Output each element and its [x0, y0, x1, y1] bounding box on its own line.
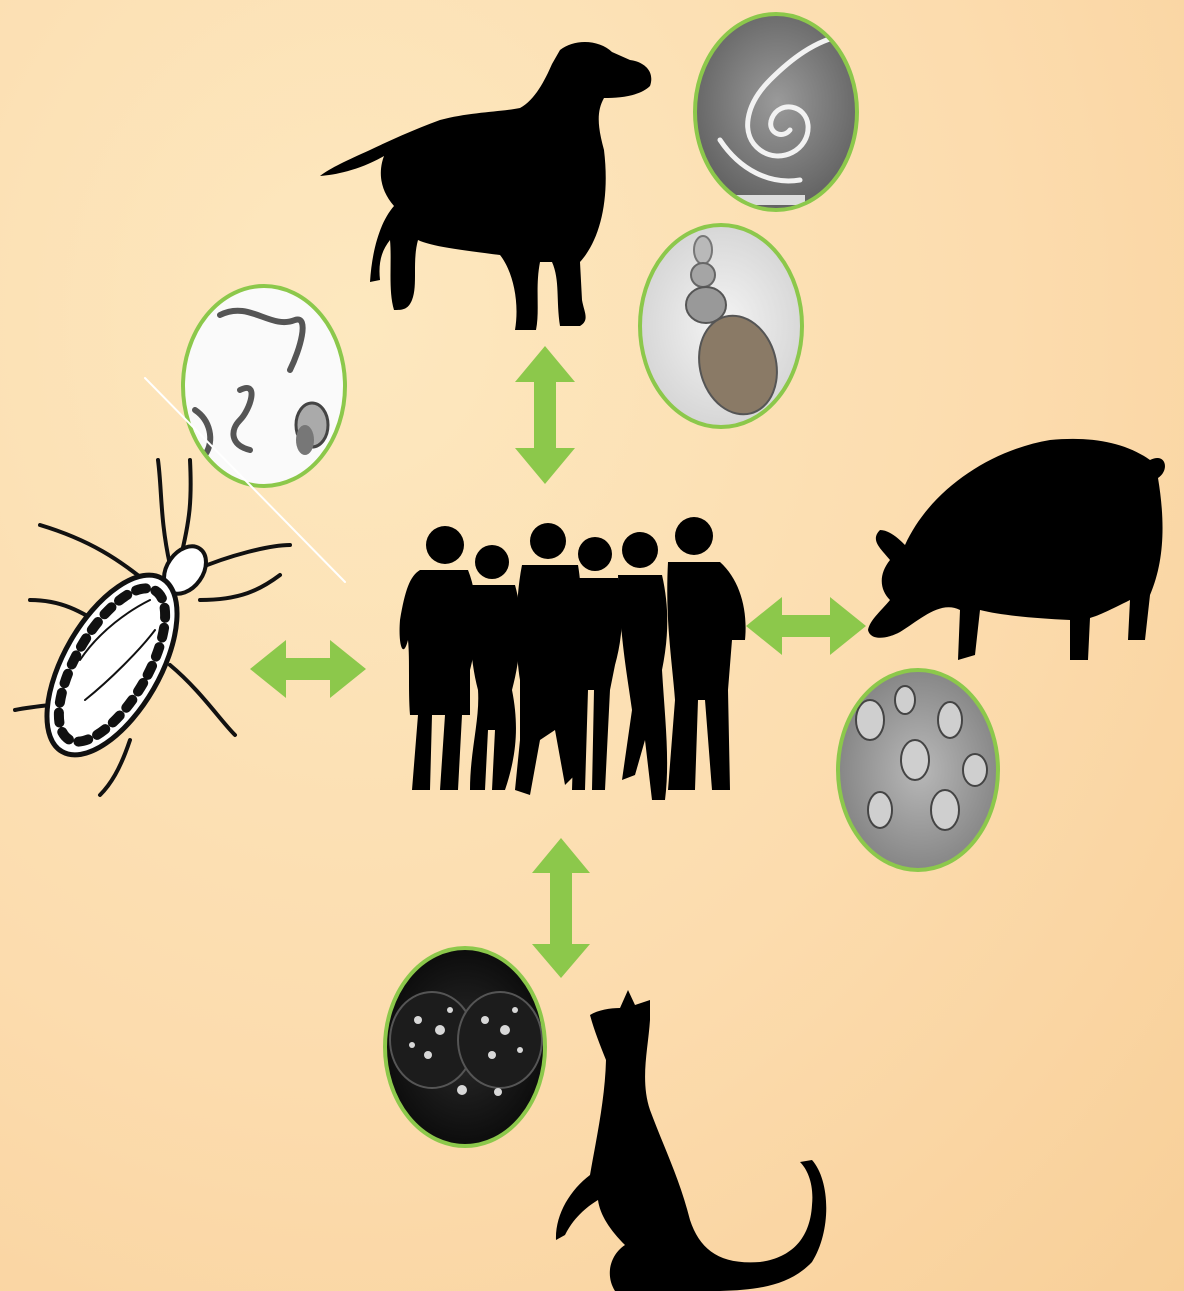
arrow-human-dog — [515, 346, 575, 484]
micrograph-muscle-cysts — [835, 665, 1005, 875]
cat-silhouette-icon — [556, 990, 826, 1291]
micrograph-coiled-larva — [690, 10, 865, 215]
pig-silhouette-icon — [868, 439, 1165, 660]
arrow-human-cat — [532, 838, 590, 978]
people-silhouette-icon — [400, 517, 746, 800]
arrow-human-pig — [746, 597, 866, 655]
dog-silhouette-icon — [320, 42, 651, 330]
arrow-human-bug — [250, 640, 366, 698]
micrograph-oocysts — [380, 945, 550, 1150]
micrograph-trypanosomes — [180, 280, 350, 490]
micrograph-tapeworm-segments — [635, 220, 810, 430]
